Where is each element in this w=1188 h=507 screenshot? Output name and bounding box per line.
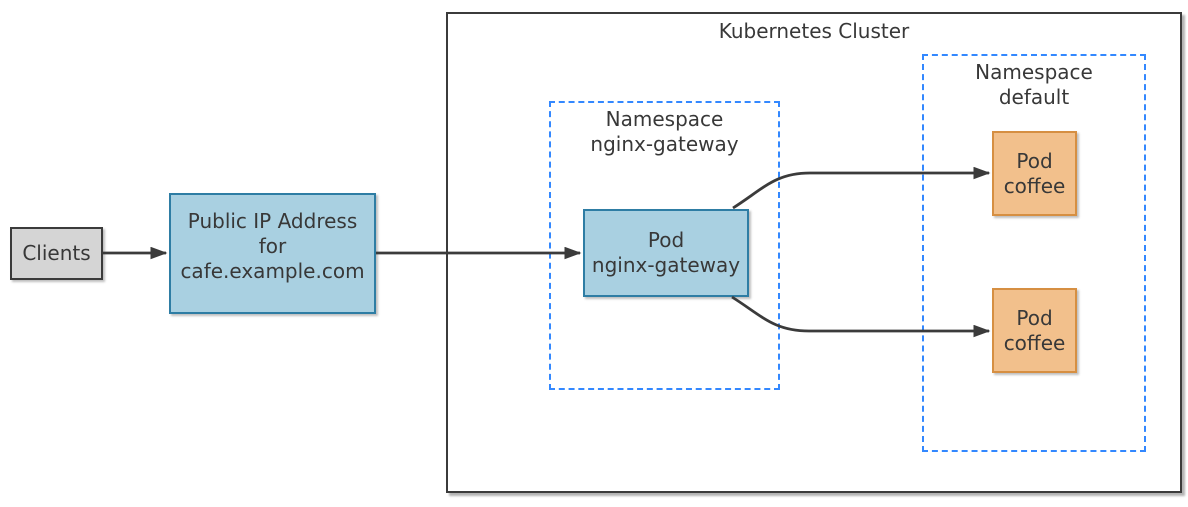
- pod-coffee-top-label-line1: Pod: [1016, 148, 1053, 173]
- pod-coffee-bottom-label-line2: coffee: [1003, 330, 1066, 355]
- pod-coffee-bottom-label-line1: Pod: [1016, 305, 1053, 330]
- namespace-nginx-gateway-title-line1: Namespace: [605, 107, 724, 131]
- pod-nginx-gateway-node: Pod nginx-gateway: [583, 209, 749, 297]
- namespace-default-title: Namespace default: [924, 60, 1144, 110]
- namespace-nginx-gateway-title: Namespace nginx-gateway: [551, 107, 778, 157]
- pod-nginx-gateway-label-line2: nginx-gateway: [591, 253, 741, 277]
- public-ip-label-line2: for: [258, 234, 287, 258]
- public-ip-label-line1: Public IP Address: [187, 209, 358, 233]
- clients-label: Clients: [22, 241, 91, 265]
- pod-coffee-bottom-node: Pod coffee: [992, 288, 1077, 373]
- public-ip-node: Public IP Address for cafe.example.com: [169, 193, 376, 314]
- pod-nginx-gateway-label-line1: Pod: [647, 228, 685, 252]
- namespace-default-title-line2: default: [998, 85, 1070, 109]
- pod-coffee-top-label-line2: coffee: [1003, 173, 1066, 198]
- namespace-nginx-gateway-box: Namespace nginx-gateway: [549, 101, 780, 390]
- pod-coffee-top-node: Pod coffee: [992, 131, 1077, 216]
- namespace-default-box: Namespace default: [922, 54, 1146, 452]
- public-ip-label-line3: cafe.example.com: [180, 259, 365, 283]
- namespace-default-title-line1: Namespace: [975, 60, 1093, 84]
- clients-node: Clients: [10, 227, 103, 280]
- namespace-nginx-gateway-title-line2: nginx-gateway: [590, 132, 739, 156]
- kubernetes-cluster-title: Kubernetes Cluster: [718, 19, 910, 43]
